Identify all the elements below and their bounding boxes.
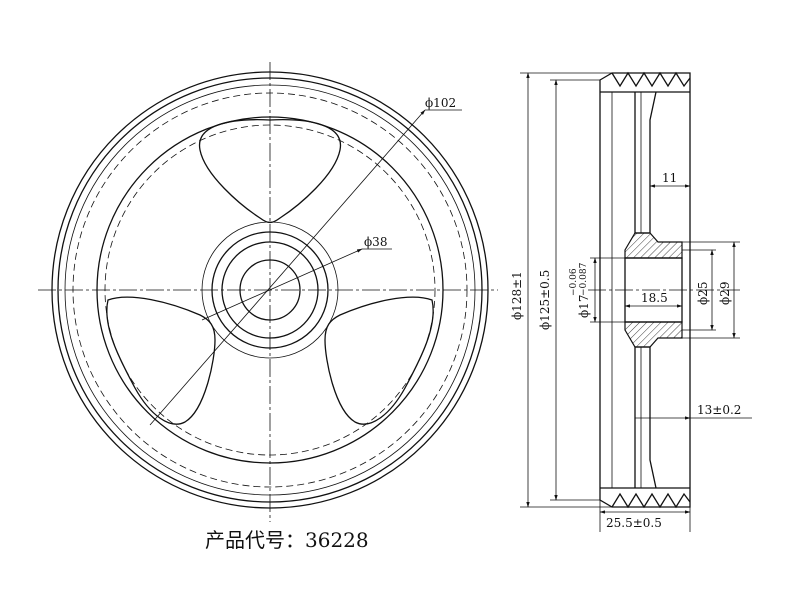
phi38-leader xyxy=(201,248,363,321)
dim-11: 11 xyxy=(662,171,677,185)
web-circle xyxy=(96,116,444,464)
side-view: ϕ128±1 ϕ125±0.5 11 ϕ17 −0.06 −0.087 xyxy=(510,71,752,532)
hub-inner-circle xyxy=(221,241,319,339)
groove-circle xyxy=(64,84,476,496)
dim-13: 13±0.2 xyxy=(697,403,741,417)
dim-phi38: ϕ38 xyxy=(364,235,387,249)
product-code-caption: 产品代号：36228 xyxy=(205,524,369,553)
hub-outer-circle xyxy=(211,231,329,349)
hub-hatch-bottom xyxy=(624,321,683,348)
dim-phi17: ϕ17 xyxy=(577,295,591,318)
grooves-bottom xyxy=(611,492,691,509)
hub-hatch-top xyxy=(624,232,683,259)
product-code-value: 36228 xyxy=(305,528,369,552)
bore-circle xyxy=(239,259,301,321)
groove-hidden-circle xyxy=(72,92,468,488)
dim-phi29: ϕ29 xyxy=(718,282,732,305)
grooves-top xyxy=(611,71,691,88)
dim-phi17-tol-lower: −0.087 xyxy=(579,262,589,296)
dim-phi128: ϕ128±1 xyxy=(510,271,524,320)
dim-phi17-tol-upper: −0.06 xyxy=(569,268,579,296)
outer-rim-inner-circle xyxy=(57,77,483,503)
front-view: ϕ102 ϕ38 xyxy=(38,62,498,522)
web-hole-top xyxy=(198,119,342,224)
bore-section xyxy=(624,257,683,323)
dim-phi102: ϕ102 xyxy=(425,96,456,110)
dim-25-5: 25.5±0.5 xyxy=(606,516,662,530)
dim-18-5: 18.5 xyxy=(641,291,668,305)
web-hole-right xyxy=(324,296,434,425)
phi102-leader xyxy=(149,109,426,426)
outer-rim-circle xyxy=(51,71,489,509)
dim-phi125: ϕ125±0.5 xyxy=(538,270,552,330)
web-hidden-circle xyxy=(104,124,436,456)
web-hole-left xyxy=(106,296,216,425)
product-code-label: 产品代号： xyxy=(205,528,305,552)
dim-phi25: ϕ25 xyxy=(696,282,710,305)
